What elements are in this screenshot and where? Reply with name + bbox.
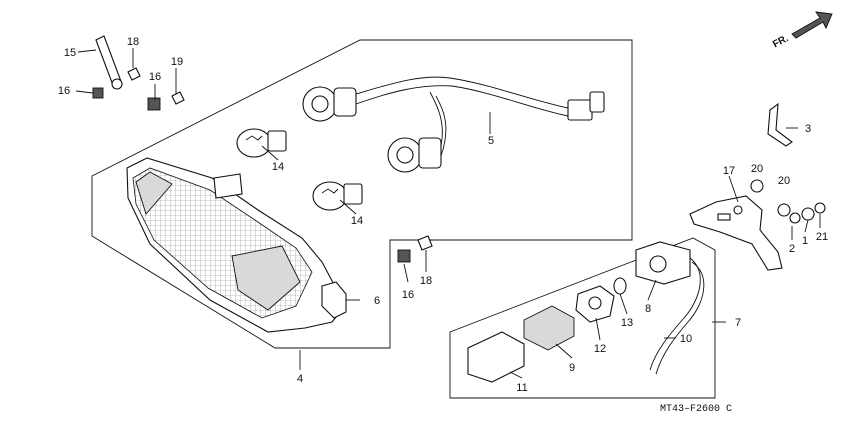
callout-18b: 18	[420, 275, 432, 287]
stay-15	[95, 35, 123, 90]
callout-16b: 16	[58, 85, 70, 97]
hardware-16-18-19	[92, 67, 433, 263]
callout-19: 19	[171, 56, 183, 68]
callout-13: 13	[621, 317, 633, 329]
bulb-lower	[312, 181, 363, 211]
callout-17: 17	[723, 165, 735, 177]
callout-9: 9	[569, 362, 575, 374]
callout-3: 3	[805, 123, 811, 135]
harness-10	[649, 257, 705, 375]
bulb-13	[613, 277, 627, 295]
callout-15: 15	[64, 47, 76, 59]
callouts: 15 18 19 16 16 14 14 5 6 4 3 17 20 20 2 …	[58, 36, 828, 394]
stay-3	[767, 102, 793, 147]
callout-16c: 16	[402, 289, 414, 301]
socket-8	[635, 241, 691, 285]
callout-14a: 14	[272, 161, 284, 173]
callout-7: 7	[735, 317, 741, 329]
callout-20b: 20	[778, 175, 790, 187]
tail-lamp-lens	[126, 157, 347, 333]
callout-16a: 16	[149, 71, 161, 83]
callout-4: 4	[297, 373, 303, 385]
callout-1: 1	[802, 235, 808, 247]
assembly-frame-main	[91, 39, 633, 349]
callout-12: 12	[594, 343, 606, 355]
callout-8: 8	[645, 303, 651, 315]
callout-5: 5	[488, 135, 494, 147]
callout-14b: 14	[351, 215, 363, 227]
bulb-upper	[236, 128, 287, 158]
diagram-code: MT43–F2600 C	[660, 404, 732, 415]
leader-lines	[75, 48, 821, 379]
socket-harness	[302, 76, 605, 173]
front-arrow-icon	[791, 11, 833, 39]
gasket-12	[575, 285, 615, 323]
callout-20a: 20	[751, 163, 763, 175]
license-bracket	[689, 179, 826, 271]
license-light-lens-11	[467, 331, 525, 383]
callout-10: 10	[680, 333, 692, 345]
license-light-case-9	[523, 305, 575, 351]
front-direction-label: FR.	[771, 33, 791, 50]
callout-21: 21	[816, 231, 828, 243]
callout-11: 11	[516, 382, 527, 394]
callout-2: 2	[789, 243, 795, 255]
callout-18a: 18	[127, 36, 139, 48]
callout-6: 6	[374, 295, 380, 307]
